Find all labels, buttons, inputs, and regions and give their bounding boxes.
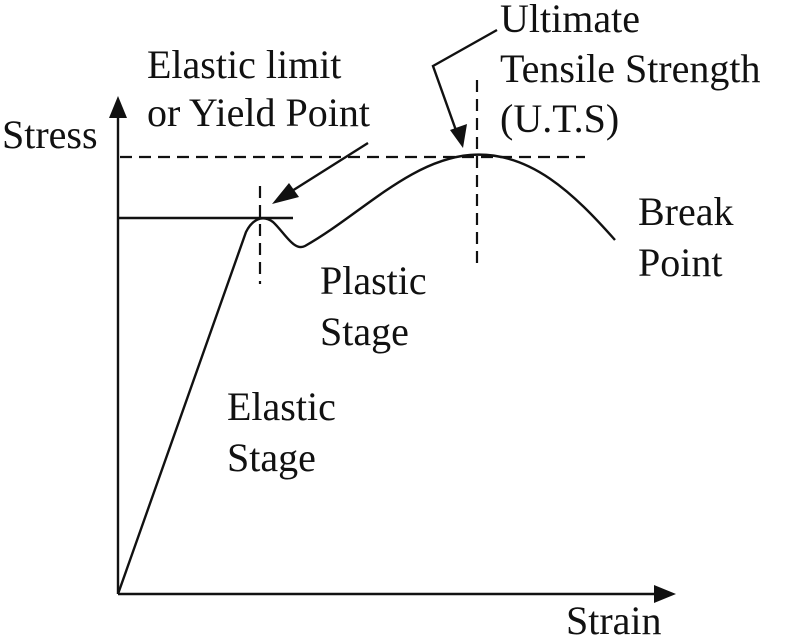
x-axis-label: Strain (566, 598, 662, 637)
uts-label-line1: Ultimate (500, 0, 640, 41)
uts-label-line3: (U.T.S) (500, 96, 619, 141)
y-axis-label: Stress (2, 112, 98, 157)
break-point-label-line1: Break (638, 189, 734, 234)
elastic-limit-label-line1: Elastic limit (147, 42, 341, 87)
elastic-stage-label-line2: Stage (227, 435, 316, 480)
uts-pointer-arrowhead (450, 124, 467, 148)
yield-pointer-arrowhead (272, 183, 299, 204)
elastic-limit-label-line2: or Yield Point (147, 90, 370, 135)
stress-strain-curve (116, 153, 616, 595)
elastic-stage-label-line1: Elastic (227, 384, 336, 429)
uts-label-line2: Tensile Strength (500, 46, 761, 91)
plastic-stage-label-line1: Plastic (320, 258, 427, 303)
x-axis-arrowhead (654, 585, 676, 603)
y-axis-arrowhead (109, 96, 127, 118)
yield-pointer-line (283, 141, 369, 198)
uts-pointer-line (431, 28, 498, 137)
plastic-stage-label-line2: Stage (320, 309, 409, 354)
break-point-label-line2: Point (638, 240, 722, 285)
